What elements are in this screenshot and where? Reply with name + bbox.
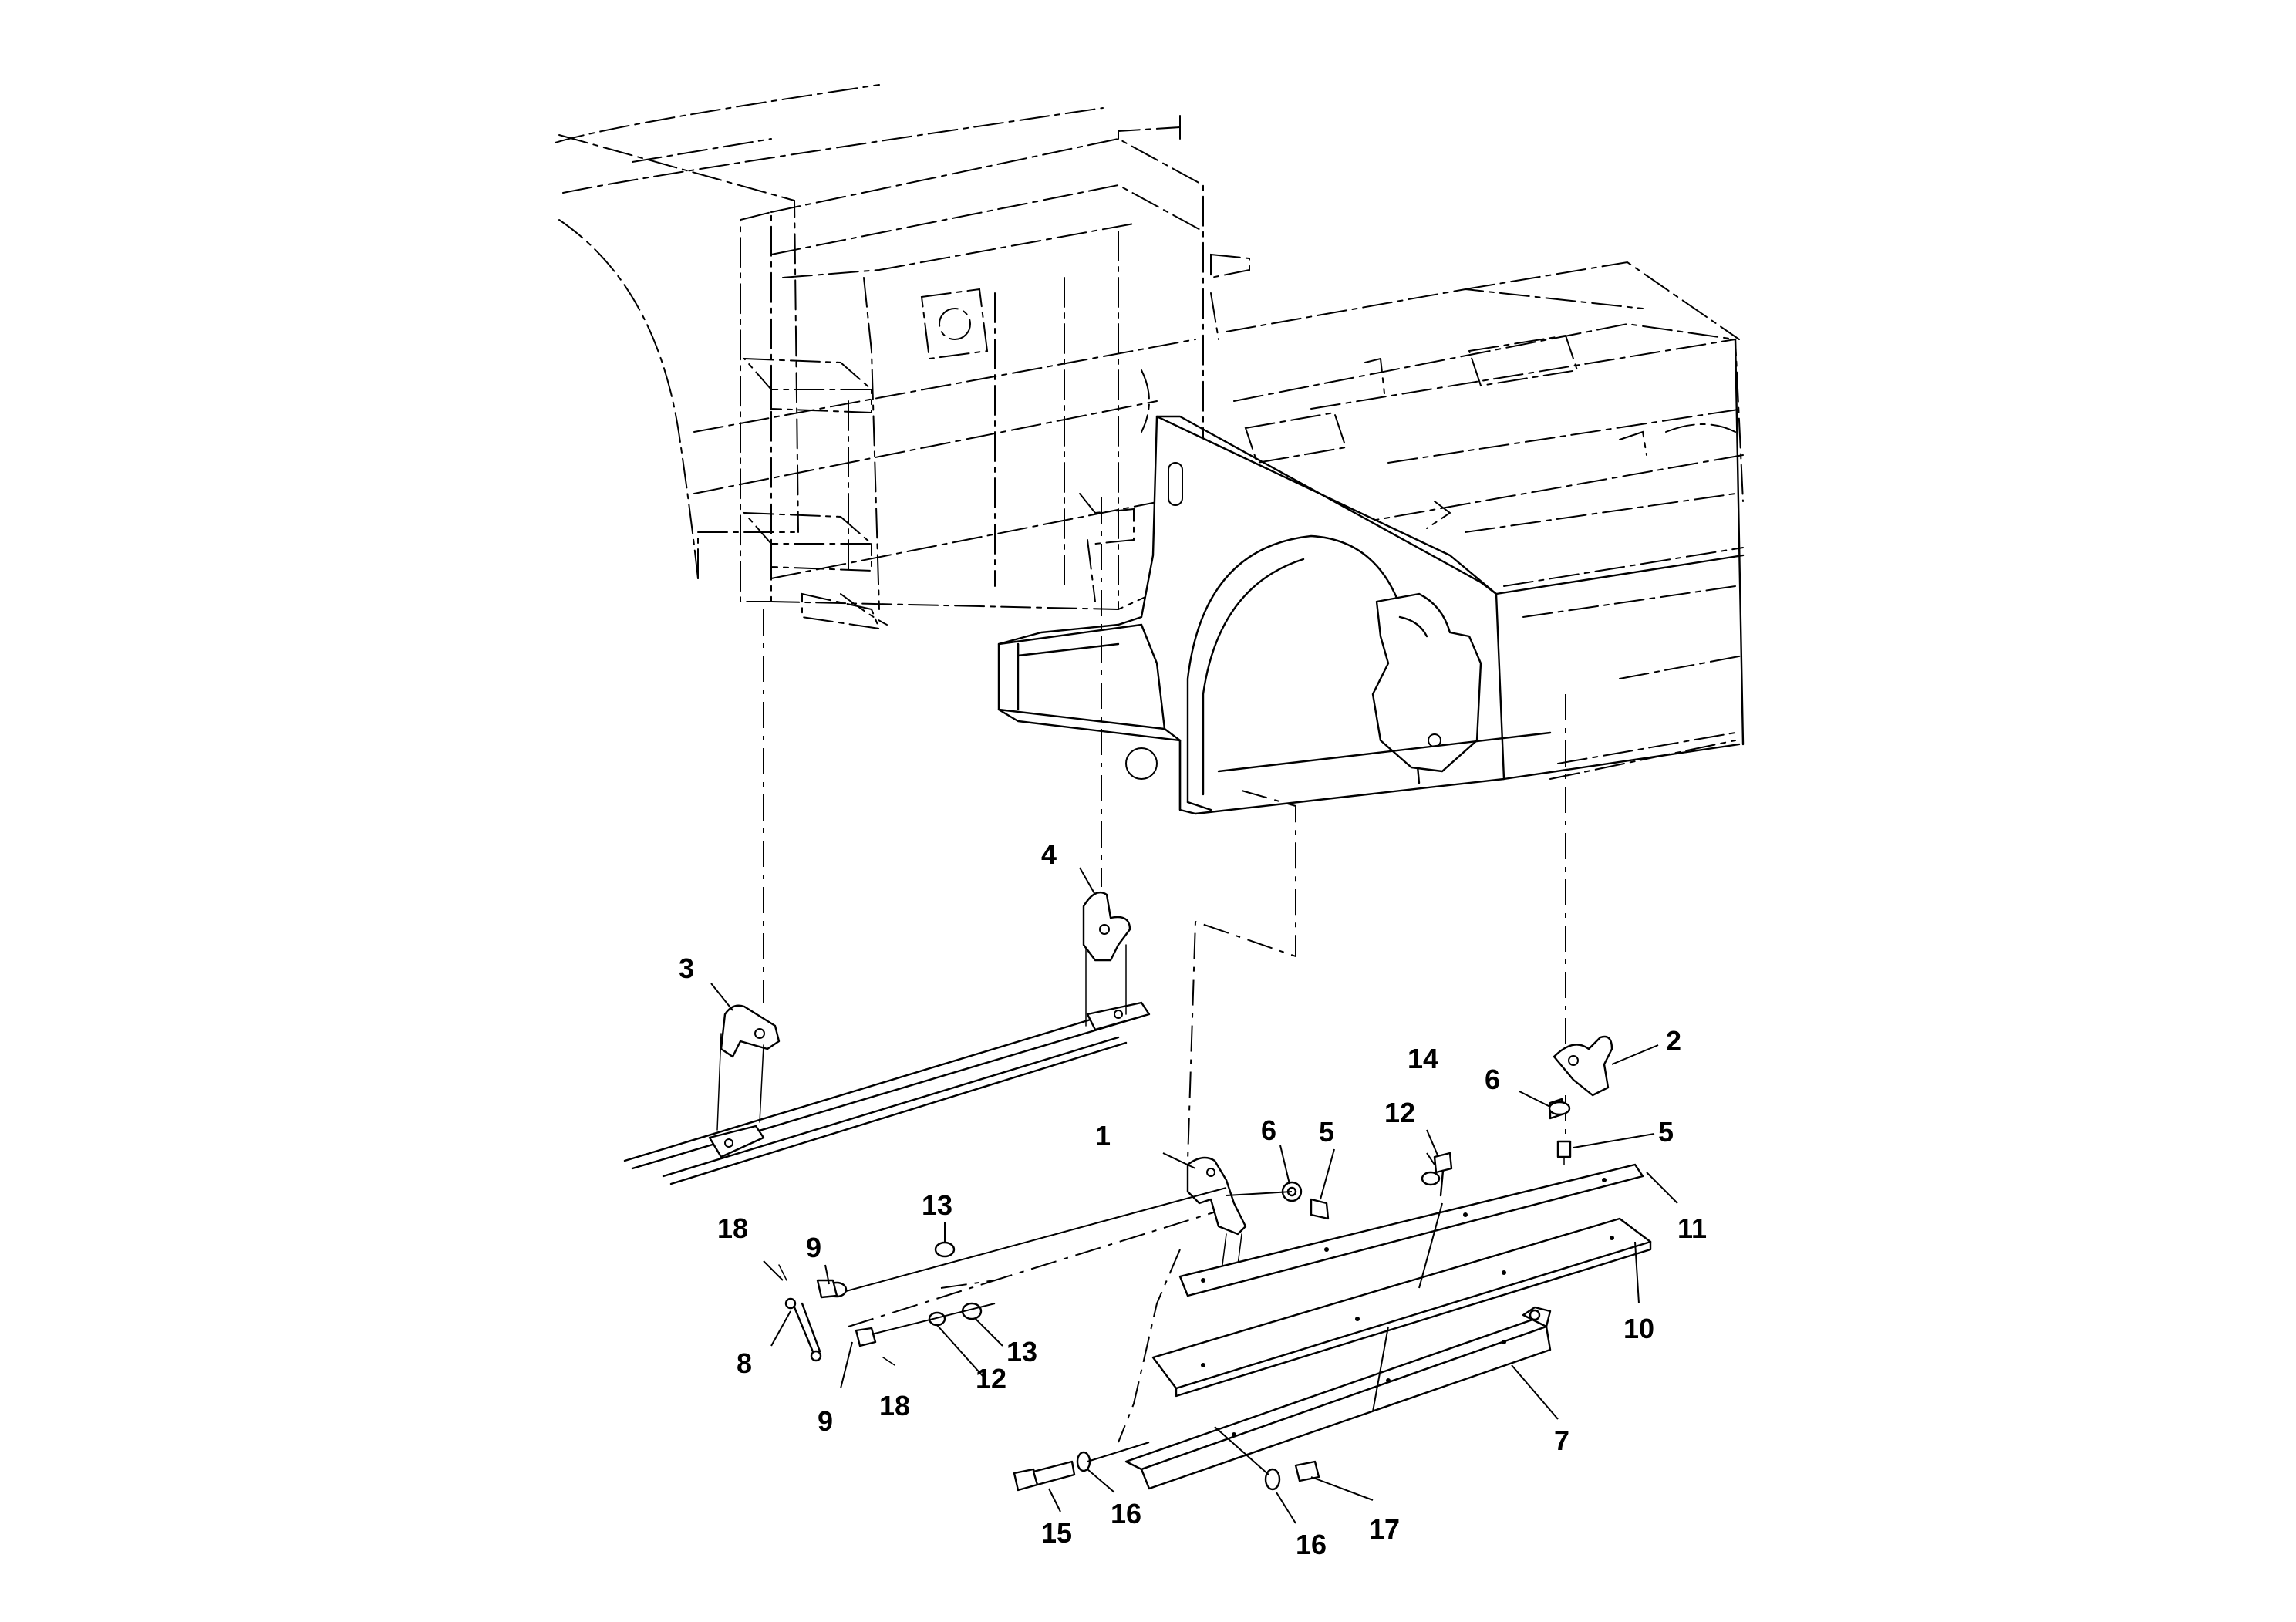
callout-18a: 18 [717,1212,748,1244]
callout-8: 8 [737,1347,752,1379]
callout-12a: 12 [1384,1097,1415,1128]
callout-18b: 18 [879,1390,910,1421]
callout-1: 1 [1095,1120,1111,1152]
mounting-bolts [1013,1426,1320,1492]
callout-13a: 13 [922,1189,952,1221]
callout-4: 4 [1041,838,1057,870]
front-frame-bracket [997,338,1745,815]
callout-9b: 9 [818,1405,833,1437]
callout-leaders [710,867,1678,1524]
wear-strips [1124,1163,1652,1490]
center-hanger-bracket [1082,891,1131,1027]
callout-10: 10 [1623,1313,1654,1344]
strip-bolts [1421,1152,1453,1197]
callout-16b: 16 [1296,1529,1327,1560]
callout-6a: 6 [1261,1114,1276,1146]
callout-12b: 12 [976,1363,1006,1394]
callout-2: 2 [1666,1025,1681,1057]
callout-15: 15 [1041,1517,1072,1549]
callout-11: 11 [1677,1212,1707,1244]
callout-3: 3 [679,953,694,984]
callout-labels: 1 2 3 4 5 5 6 6 7 8 9 9 10 11 12 12 13 1… [679,838,1707,1560]
callout-13b: 13 [1006,1336,1037,1367]
machine-frame-phantom [555,84,1744,780]
callout-5a: 5 [1319,1116,1334,1148]
linkage-fasteners [778,1187,1227,1366]
right-hanger-bracket [1548,1035,1613,1165]
callout-17: 17 [1369,1513,1400,1545]
callout-9a: 9 [806,1232,821,1263]
alignment-centerlines [763,497,1566,1443]
callout-16a: 16 [1111,1498,1141,1529]
callout-7: 7 [1554,1425,1569,1456]
callout-6b: 6 [1485,1064,1500,1095]
pivot-bracket [1186,1156,1330,1266]
callout-14: 14 [1408,1043,1438,1074]
tie-rod-assembly [623,1001,1151,1185]
left-hanger-bracket [716,1004,781,1131]
callout-5b: 5 [1658,1116,1674,1148]
